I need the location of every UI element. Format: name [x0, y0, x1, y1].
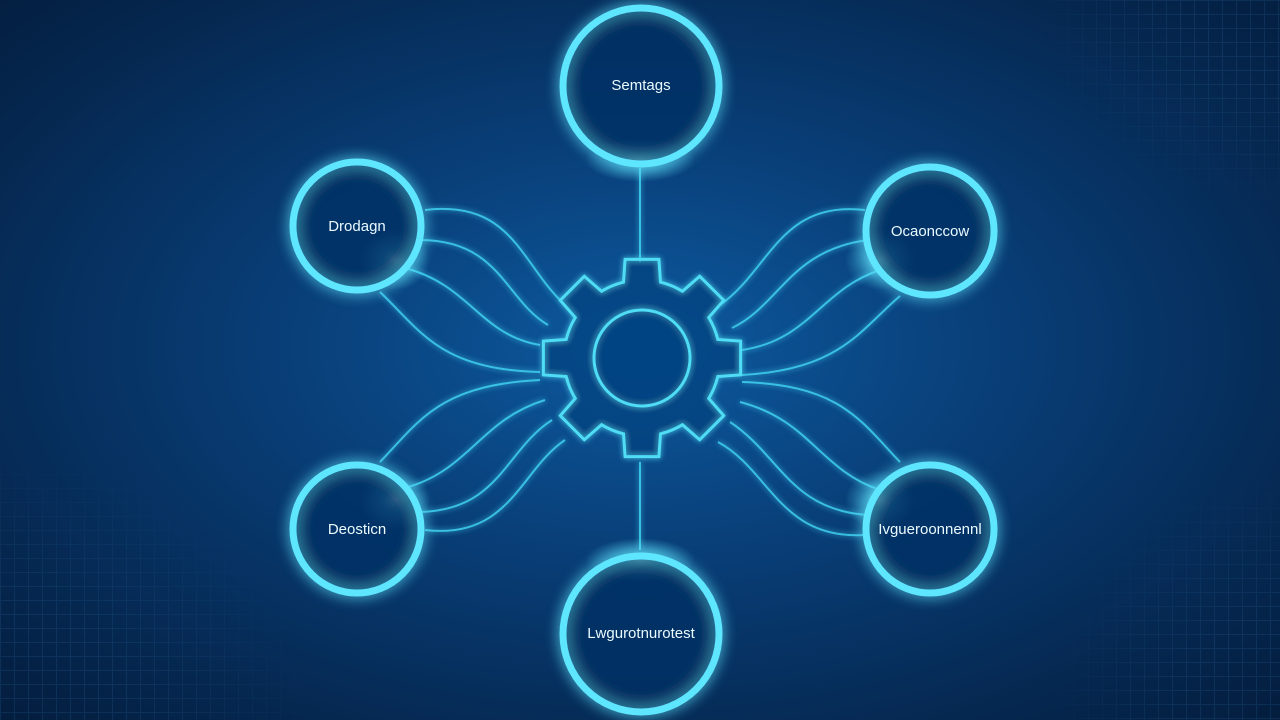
- connector-lower-right-3: [729, 421, 869, 516]
- node-bottom-label: Lwgurotnurotest: [587, 625, 695, 642]
- gear-icon: [541, 257, 743, 459]
- node-bottom: Lwgurotnurotest: [559, 552, 723, 716]
- connector-upper-right-4: [741, 295, 901, 376]
- connector-lower-left-1: [379, 379, 541, 463]
- grid-pattern-bottom-right: [1060, 480, 1280, 720]
- grid-pattern-bottom-left: [0, 460, 300, 720]
- node-upper-left: Drodagn: [289, 158, 425, 294]
- grid-pattern-top-right: [1040, 0, 1280, 200]
- connector-lines: [379, 168, 901, 550]
- connector-upper-right-2: [731, 239, 869, 329]
- connector-upper-right-1: [719, 208, 866, 306]
- connector-upper-left-2: [419, 239, 549, 326]
- connector-lower-right-1: [741, 381, 901, 463]
- connector-lower-left-2: [404, 399, 546, 489]
- node-top-label: Semtags: [611, 77, 670, 94]
- node-lower-right: Ivgueroonnennl: [862, 461, 998, 597]
- node-lower-left-label: Deosticn: [328, 521, 386, 538]
- connector-upper-left-3: [404, 267, 541, 346]
- node-lower-left: Deosticn: [289, 461, 425, 597]
- node-top: Semtags: [559, 4, 723, 168]
- node-upper-left-label: Drodagn: [328, 218, 386, 235]
- connector-lower-right-4: [717, 441, 866, 537]
- connector-upper-left-4: [379, 291, 541, 373]
- node-upper-right: Ocaonccow: [862, 163, 998, 299]
- node-lower-right-label: Ivgueroonnennl: [878, 521, 981, 538]
- connector-upper-left-1: [424, 207, 561, 301]
- connector-lower-left-3: [419, 419, 553, 513]
- node-upper-right-label: Ocaonccow: [891, 223, 970, 240]
- connector-lower-left-4: [424, 439, 566, 532]
